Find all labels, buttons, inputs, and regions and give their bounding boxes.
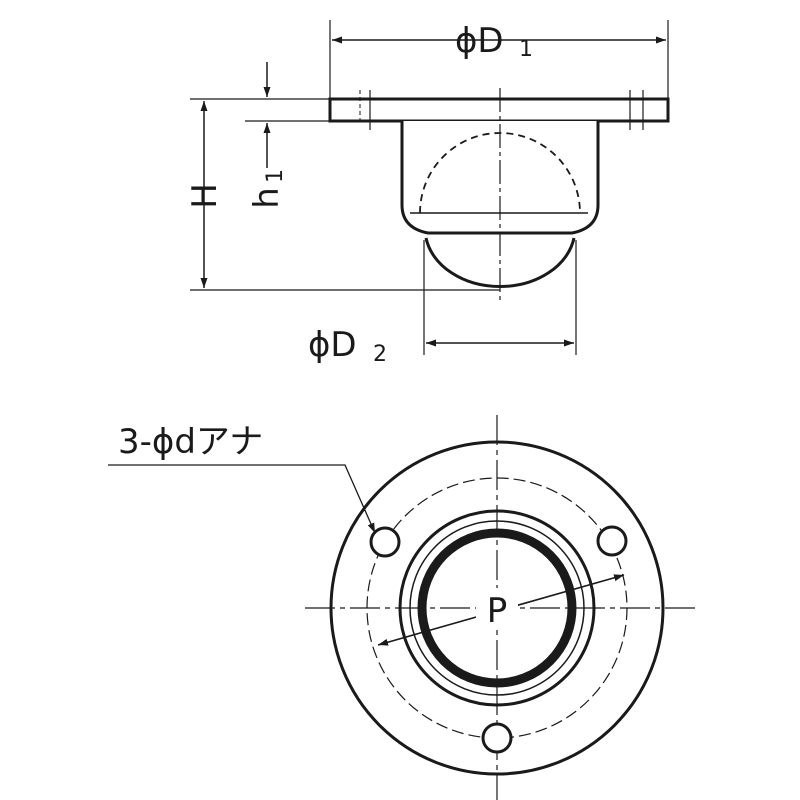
- d2-label: ϕD: [308, 325, 357, 365]
- top-view: [108, 415, 695, 800]
- mounting-hole-2: [596, 525, 628, 557]
- mounting-hole-1: [369, 526, 401, 558]
- hole-callout-label: 3-ϕdアナ: [118, 422, 263, 462]
- h1-label: h: [247, 187, 287, 209]
- flange-outer-circle: [329, 440, 665, 776]
- d2-subscript: 2: [373, 342, 387, 367]
- h1-subscript: 1: [263, 169, 288, 183]
- d1-subscript: 1: [519, 37, 533, 62]
- flange-plate: [328, 97, 670, 123]
- d1-label: ϕD: [455, 21, 504, 61]
- h-label: H: [185, 183, 225, 209]
- pitch-label: P: [487, 591, 508, 631]
- side-view: [190, 20, 670, 355]
- mounting-hole-3: [481, 722, 513, 754]
- hole-callout-leader: [108, 464, 376, 534]
